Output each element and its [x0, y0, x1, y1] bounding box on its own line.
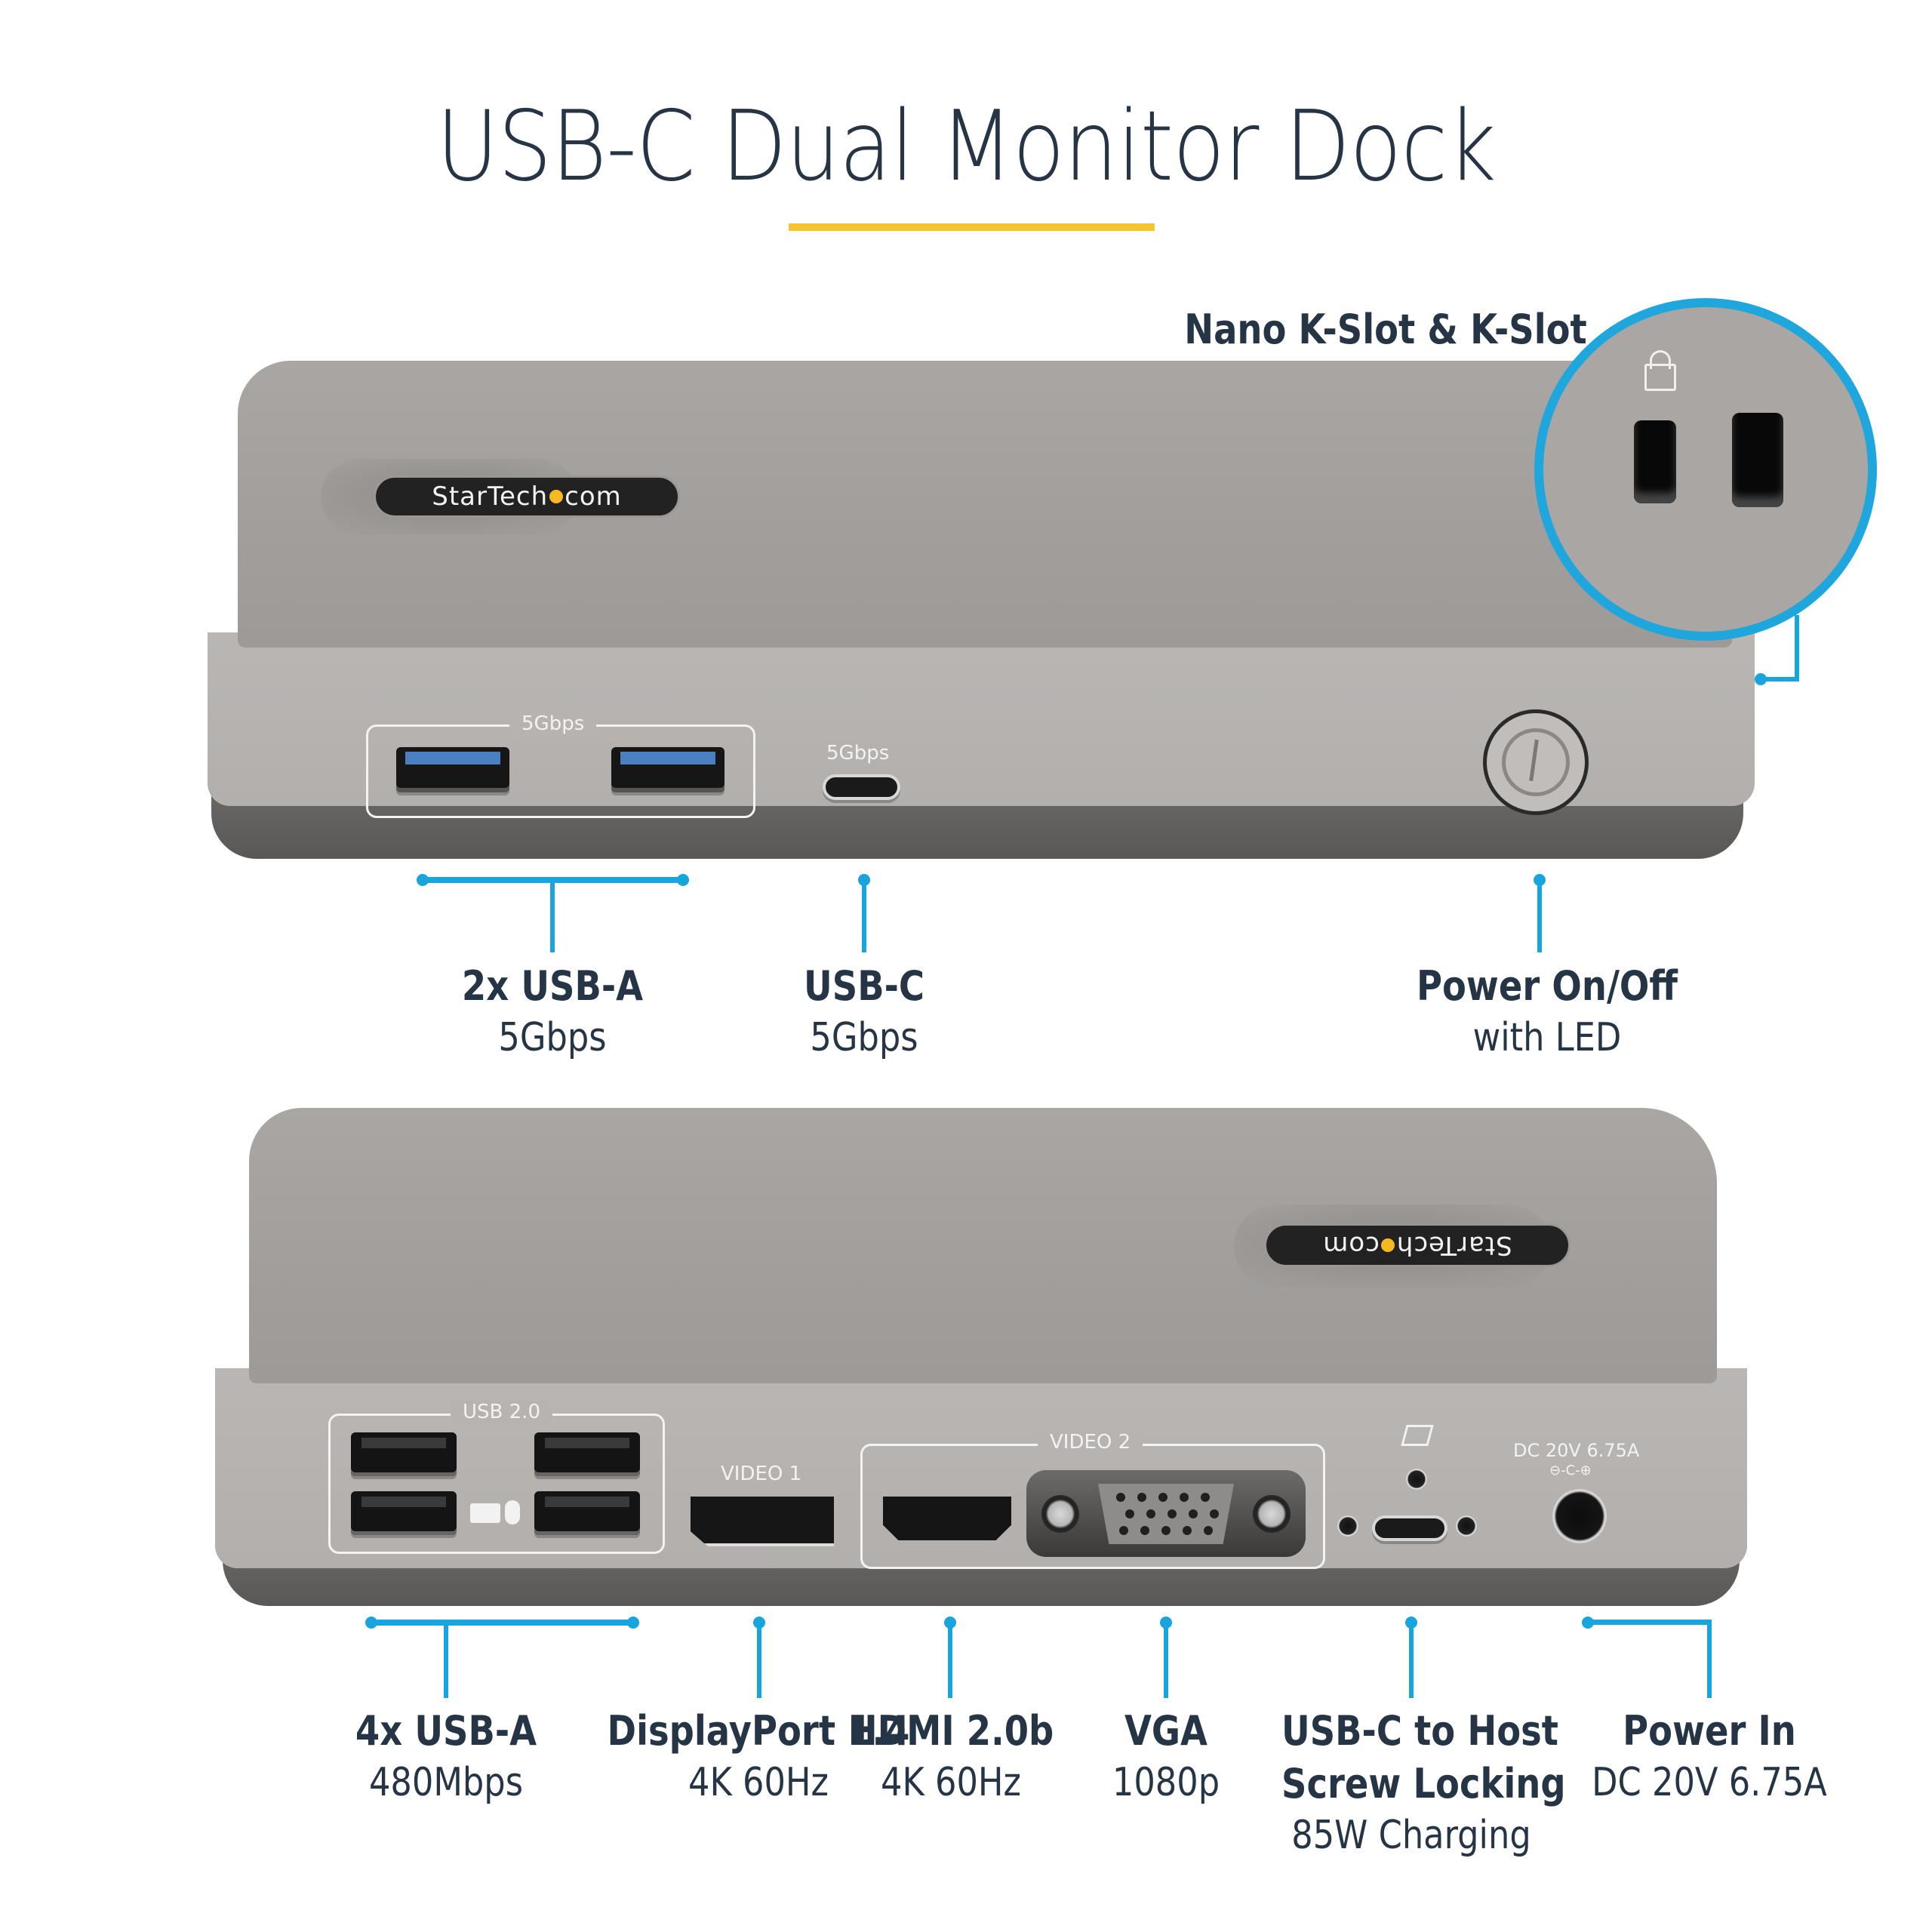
logo-text-suffix: com: [565, 481, 622, 512]
callout-hdmi-subtitle: 4K 60Hz: [880, 1760, 1022, 1805]
lock-icon-shackle: [1650, 350, 1671, 369]
callout-hdmi-title: HDMI 2.0b: [848, 1707, 1054, 1755]
security-callout-line-h: [1762, 677, 1799, 681]
usb2-group-label: USB 2.0: [451, 1401, 552, 1423]
host-callout-stem: [1409, 1620, 1414, 1698]
dc-polarity-symbol: ⊖-C-⊕: [1549, 1463, 1592, 1478]
dc-power-jack[interactable]: [1552, 1489, 1607, 1543]
callout-host-title: USB-C to Host: [1281, 1707, 1558, 1755]
video2-group-label: VIDEO 2: [1038, 1431, 1143, 1454]
callout-usb-c-subtitle: 5Gbps: [810, 1015, 918, 1060]
callout-host-title-2: Screw Locking: [1281, 1760, 1566, 1807]
vga-port[interactable]: [1026, 1470, 1306, 1557]
bottom-dock: StarTech com USB 2.0 VIDEO 1 VIDEO 2 DC 2…: [215, 1108, 1755, 1606]
logo-text-suffix: com: [1322, 1230, 1380, 1260]
power-in-callout-h: [1585, 1620, 1712, 1625]
usb2-port-4[interactable]: [534, 1491, 640, 1535]
video1-label: VIDEO 1: [721, 1463, 802, 1485]
vga-pin-field: [1098, 1484, 1234, 1544]
usb-a-port-2[interactable]: [611, 747, 724, 792]
power-callout-stem: [1537, 877, 1542, 952]
usb-a-group-label: 5Gbps: [509, 712, 597, 735]
vga-callout-stem: [1164, 1620, 1168, 1698]
callout-usb2-title: 4x USB-A: [355, 1707, 537, 1755]
callout-power-subtitle: with LED: [1472, 1015, 1622, 1060]
security-slot-zoom: [1534, 298, 1877, 641]
callout-power-in-title: Power In: [1623, 1707, 1796, 1755]
callout-dp-title: DisplayPort 1.4: [607, 1707, 910, 1755]
callout-dp-subtitle: 4K 60Hz: [688, 1760, 829, 1805]
nano-k-slot[interactable]: [1634, 420, 1676, 503]
screw-lock-hole-right: [1456, 1515, 1477, 1537]
usb2-bracket-dot-right: [627, 1617, 639, 1629]
security-slot-label: Nano K-Slot & K-Slot: [1184, 306, 1587, 353]
k-slot[interactable]: [1732, 413, 1783, 507]
screw-lock-hole-left: [1337, 1515, 1358, 1537]
power-in-callout-stem: [1707, 1620, 1712, 1698]
keyboard-icon: [470, 1503, 500, 1523]
dp-callout-stem: [757, 1620, 761, 1698]
callout-usb2-subtitle: 480Mbps: [368, 1760, 524, 1805]
callout-usb-a-title: 2x USB-A: [461, 962, 644, 1010]
hdmi-port[interactable]: [883, 1497, 1011, 1540]
security-callout-line-v: [1795, 615, 1799, 681]
host-usb-c-port[interactable]: [1372, 1515, 1447, 1541]
logo-dot: [549, 490, 564, 503]
security-callout-dot: [1755, 673, 1767, 685]
usb-c-callout-stem: [862, 877, 866, 952]
logo-text: StarTech: [432, 481, 549, 512]
dc-input-label: DC 20V 6.75A: [1513, 1440, 1640, 1461]
callout-power-in-subtitle: DC 20V 6.75A: [1592, 1760, 1827, 1805]
callout-power-title: Power On/Off: [1416, 962, 1678, 1010]
usb2-bracket-dot-left: [365, 1617, 377, 1629]
usb-a-bracket-dot-left: [417, 874, 429, 886]
screw-lock-hole-top: [1406, 1469, 1427, 1490]
usb-c-port[interactable]: [823, 774, 900, 800]
hdmi-callout-stem: [948, 1620, 952, 1698]
usb2-port-3[interactable]: [351, 1491, 457, 1535]
callout-usb-a-subtitle: 5Gbps: [498, 1015, 607, 1060]
startech-logo-inverted: StarTech com: [1264, 1223, 1571, 1267]
callout-usb-c-title: USB-C: [804, 962, 924, 1010]
page-title: USB-C Dual Monitor Dock: [436, 91, 1496, 203]
logo-dot: [1380, 1238, 1395, 1252]
power-button[interactable]: [1483, 709, 1589, 815]
top-dock: StarTech com 5Gbps 5Gbps: [208, 361, 1777, 859]
usb-a-port-1[interactable]: [396, 747, 509, 792]
usb2-bracket: [371, 1620, 633, 1626]
usb2-port-1[interactable]: [351, 1432, 457, 1476]
usb2-callout-stem: [444, 1623, 448, 1698]
startech-logo: StarTech com: [374, 475, 680, 518]
laptop-icon: [1401, 1425, 1434, 1446]
usb-a-bracket-dot-right: [677, 874, 689, 886]
vga-screw-right: [1253, 1495, 1291, 1533]
title-accent-bar: [789, 223, 1155, 231]
callout-vga-subtitle: 1080p: [1112, 1760, 1220, 1805]
power-icon: [1502, 728, 1570, 796]
usb-a-callout-stem: [550, 880, 555, 952]
vga-screw-left: [1041, 1495, 1079, 1533]
usb-c-label: 5Gbps: [826, 742, 890, 764]
usb2-port-2[interactable]: [534, 1432, 640, 1476]
callout-host-subtitle: 85W Charging: [1291, 1813, 1531, 1858]
callout-vga-title: VGA: [1124, 1707, 1208, 1755]
displayport-port[interactable]: [691, 1497, 834, 1546]
mouse-icon: [505, 1500, 520, 1524]
logo-text: StarTech: [1395, 1230, 1512, 1260]
